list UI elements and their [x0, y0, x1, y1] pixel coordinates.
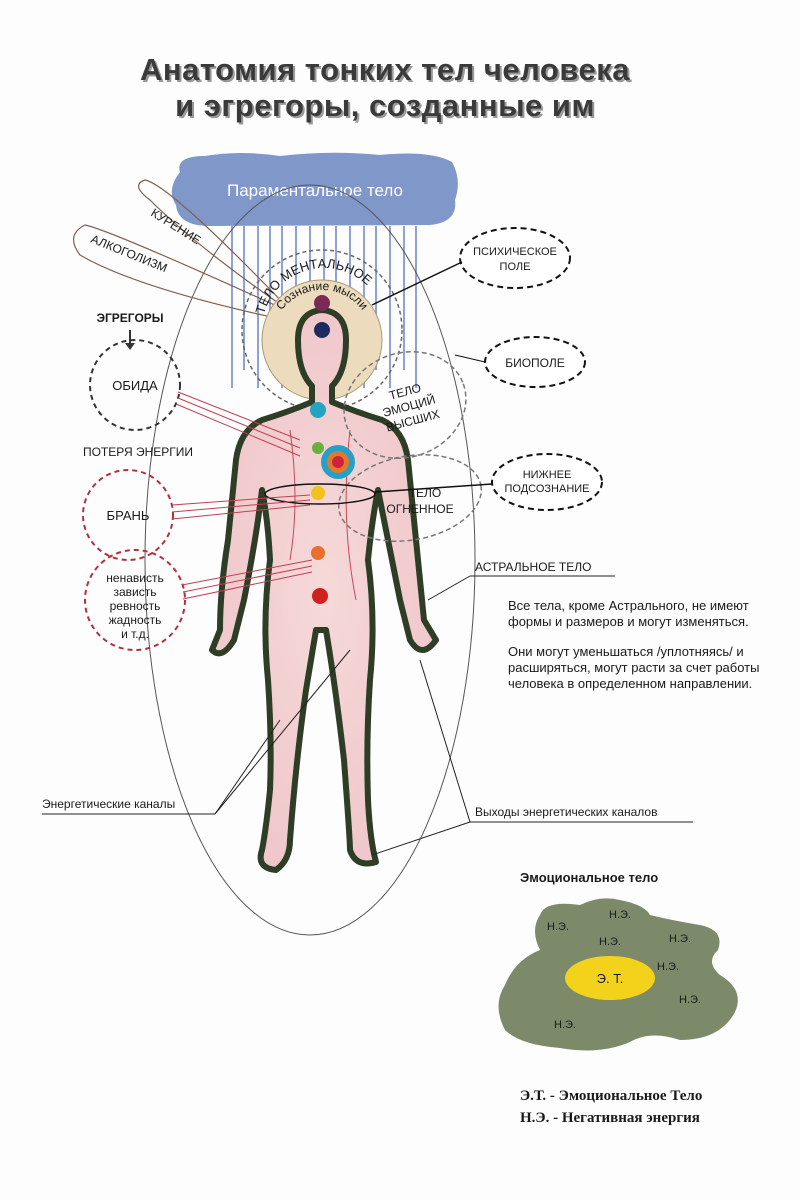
description-paragraph: Все тела, кроме Астрального, не имеют фо…: [508, 598, 749, 629]
negative-energy-label: Н.Э.: [679, 994, 701, 1006]
negative-energy-label: Н.Э.: [609, 909, 631, 921]
lower-subconscious-bubble: [491, 453, 603, 511]
sacral-chakra: [311, 546, 325, 560]
emotional-core: [565, 956, 655, 1000]
biofield-oval: [144, 184, 476, 936]
description: Все тела, кроме Астрального, не имеют фо…: [508, 598, 778, 706]
emotional-body-title: Эмоциональное тело: [520, 870, 658, 885]
title-line-1: Анатомия тонких тел человека: [139, 52, 631, 87]
hatred-item: жадность: [109, 613, 162, 627]
negative-energy-label: Н.Э.: [657, 961, 679, 973]
channel-exits-label: Выходы энергетических каналов: [475, 805, 657, 819]
third-eye-chakra: [314, 322, 330, 338]
psychic-field-label: ПСИХИЧЕСКОЕ: [473, 246, 557, 258]
negative-energy-label: Н.Э.: [554, 1019, 576, 1031]
lower-subconscious-label: НИЖНЕЕ: [523, 469, 572, 481]
psychic-field-label: ПОЛЕ: [500, 261, 531, 273]
root-chakra: [312, 588, 328, 604]
throat-chakra: [310, 402, 326, 418]
egregors-heading: ЭГРЕГОРЫ: [96, 311, 163, 325]
resentment-label: ОБИДА: [112, 378, 158, 393]
paramental-cloud: [171, 152, 458, 226]
fiery-label: ОГНЕННОЕ: [386, 502, 453, 516]
biofield-label: БИОПОЛЕ: [505, 356, 565, 370]
energy-loss-lines: [171, 391, 313, 600]
abuse-label: БРАНЬ: [107, 508, 150, 523]
energy-loss-label: ПОТЕРЯ ЭНЕРГИИ: [83, 445, 193, 459]
crown-chakra: [314, 295, 330, 311]
hatred-item: ненависть: [106, 571, 163, 585]
higher-emotions-body: [343, 350, 467, 460]
emotional-core-label: Э. Т.: [597, 971, 624, 986]
lower-subconscious-ring: [264, 483, 376, 505]
alcoholism-loop: [73, 224, 296, 323]
negative-energy-label: Н.Э.: [669, 933, 691, 945]
hatred-item: ревность: [110, 599, 161, 613]
negative-energy-label: Н.Э.: [599, 936, 621, 948]
hatred-item: и т.д.: [121, 627, 149, 641]
negative-energy-labels: Н.Э. Н.Э. Н.Э. Н.Э. Н.Э. Н.Э. Н.Э.: [547, 909, 701, 1031]
hatred-circle: [84, 549, 186, 651]
title-line-2: и эгрегоры, созданные им: [175, 88, 595, 123]
abuse-circle: [82, 469, 174, 561]
description-paragraph: Они могут уменьшаться /уплотняясь/ и рас…: [508, 644, 760, 691]
smoking-loop: [138, 179, 301, 319]
astral-body-label: АСТРАЛЬНОЕ ТЕЛО: [475, 560, 591, 574]
negative-energy-label: Н.Э.: [547, 921, 569, 933]
paramental-label: Параментальное тело: [227, 181, 403, 200]
channels-label: Энергетические каналы: [42, 797, 175, 811]
legend-item: Э.Т. - Эмоциональное Тело: [520, 1088, 703, 1104]
psychic-field-bubble: [459, 227, 571, 289]
legend-item: Н.Э. - Негативная энергия: [520, 1110, 700, 1126]
hatred-item: зависть: [113, 585, 156, 599]
mental-body-circle: [241, 249, 403, 411]
solar-plexus-chakra: [311, 486, 325, 500]
resentment-circle: [89, 339, 181, 431]
lower-subconscious-label: ПОДСОЗНАНИЕ: [504, 483, 589, 495]
